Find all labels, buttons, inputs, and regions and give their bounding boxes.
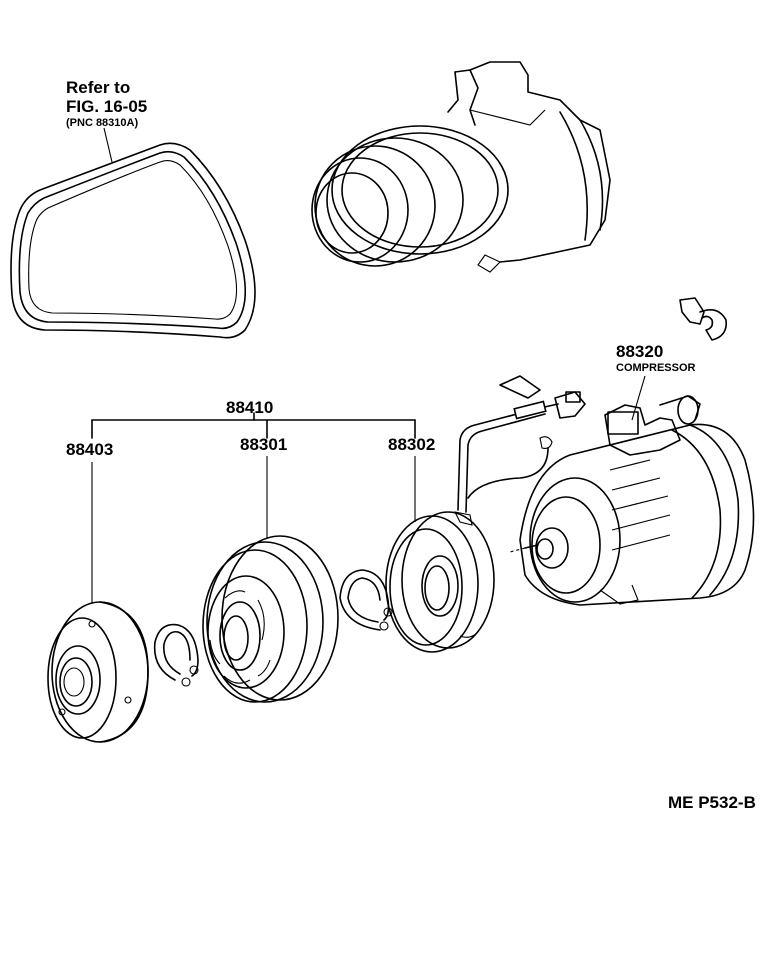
compressor-name: COMPRESSOR xyxy=(616,362,696,374)
belt-ref-line2: FIG. 16-05 xyxy=(66,97,147,116)
belt-ref-line3: (PNC 88310A) xyxy=(66,117,138,129)
stator-wire-harness xyxy=(457,375,586,513)
compressor-reference-view xyxy=(311,61,611,273)
clutch-stator xyxy=(385,511,495,653)
clutch-assembly-number: 88410 xyxy=(226,398,273,417)
belt-ref-line1: Refer to xyxy=(66,78,130,97)
hub-part-number: 88403 xyxy=(66,440,113,459)
compressor-part-number: 88320 xyxy=(616,342,663,361)
pulley-part-number: 88301 xyxy=(240,435,287,454)
connector-clip xyxy=(679,297,728,341)
stator-part-number: 88302 xyxy=(388,435,435,454)
compressor-body xyxy=(509,395,755,606)
clutch-pulley xyxy=(202,535,339,703)
snap-ring-large xyxy=(339,569,393,631)
belt-leader-line xyxy=(103,127,113,163)
drive-belt xyxy=(10,142,256,339)
clutch-hub xyxy=(47,601,149,743)
clutch-assembly-bracket xyxy=(91,412,416,439)
snap-ring-small xyxy=(153,623,199,687)
diagram-reference-code: ME P532-B xyxy=(668,793,756,812)
